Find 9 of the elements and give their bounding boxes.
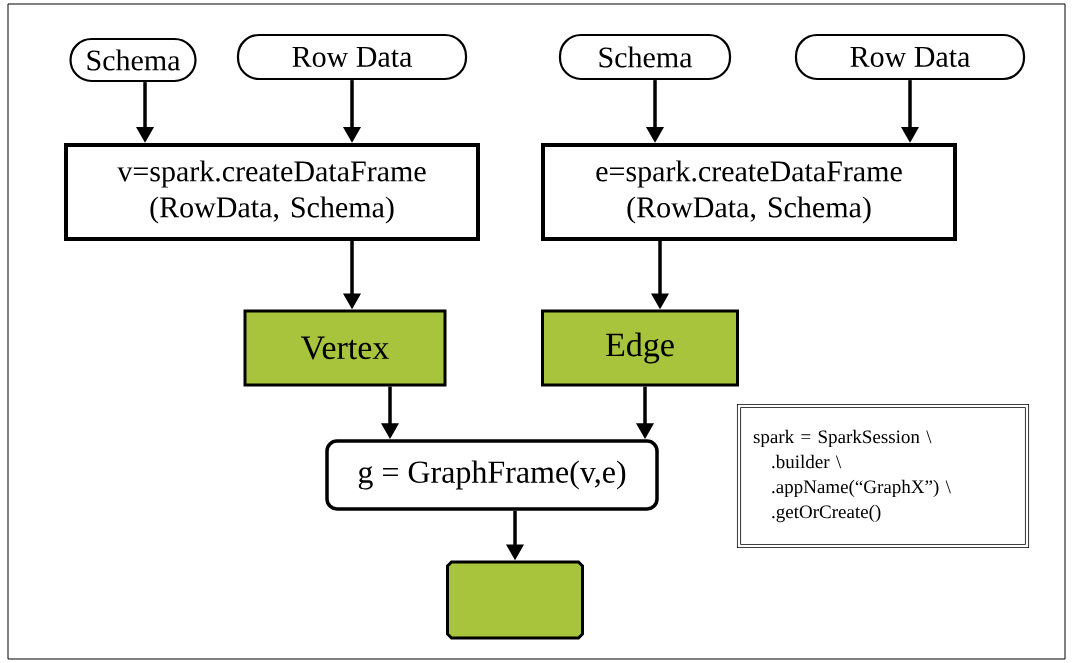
process-box: v=spark.createDataFrame (RowData, Schema) [64, 143, 480, 241]
process-box: e=spark.createDataFrame (RowData, Schema) [541, 143, 957, 241]
input-pill: Schema [558, 33, 732, 81]
input-pill: Schema [69, 37, 197, 83]
input-pill: Row Data [794, 33, 1026, 81]
code-box: spark = SparkSession \ .builder \ .appName(“GraphX”) \ .getOrCreate() [736, 403, 1030, 549]
octagon-node [446, 560, 584, 640]
process-box: g = GraphFrame(v,e) [325, 439, 659, 511]
input-pill: Row Data [236, 33, 468, 81]
